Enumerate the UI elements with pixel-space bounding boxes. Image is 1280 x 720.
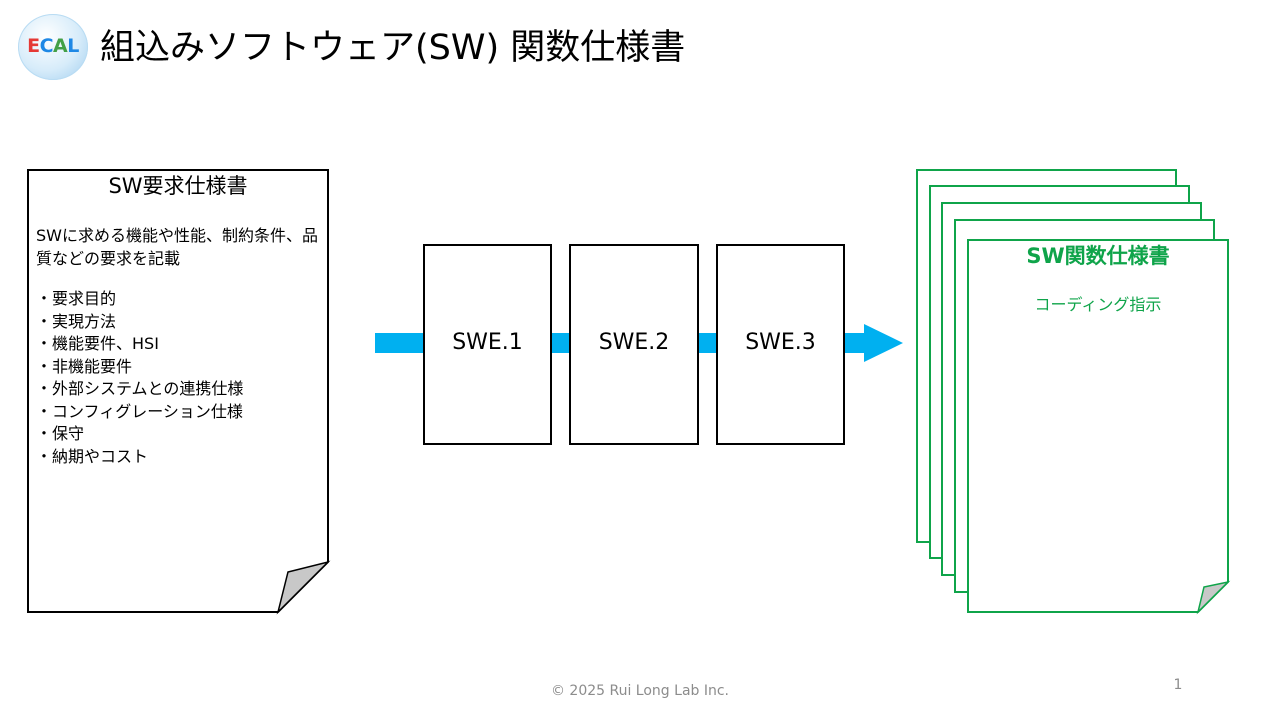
swe2-label: SWE.2 bbox=[598, 330, 670, 355]
logo-letter-l: L bbox=[67, 35, 79, 57]
logo-letter-a: A bbox=[53, 35, 68, 57]
swe1-label: SWE.1 bbox=[452, 330, 523, 355]
list-item: ・納期やコスト bbox=[36, 446, 149, 466]
page-title: 組込みソフトウェア(SW) 関数仕様書 bbox=[100, 28, 686, 68]
spec-sheet-fold bbox=[1196, 580, 1231, 615]
swe2-box bbox=[569, 244, 699, 445]
swe3-box bbox=[716, 244, 845, 445]
requirements-doc-title: SW要求仕様書 bbox=[108, 174, 248, 198]
requirements-doc-fold bbox=[276, 560, 331, 615]
list-item: ・実現方法 bbox=[36, 311, 117, 331]
list-item: ・非機能要件 bbox=[36, 356, 133, 376]
flow-arrow-head bbox=[864, 324, 903, 362]
list-item: ・要求目的 bbox=[36, 289, 117, 308]
function-spec-subtitle: コーディング指示 bbox=[1034, 295, 1162, 314]
ecal-logo: ECAL bbox=[18, 14, 88, 80]
swe3-label: SWE.3 bbox=[745, 330, 816, 355]
list-item: ・コンフィグレーション仕様 bbox=[36, 401, 243, 421]
function-spec-stack bbox=[916, 169, 1231, 615]
logo-text: ECAL bbox=[18, 35, 88, 57]
requirements-doc-shape bbox=[27, 169, 331, 615]
logo-letter-c: C bbox=[39, 35, 54, 57]
list-item: ・保守 bbox=[36, 424, 85, 443]
swe1-box bbox=[423, 244, 552, 445]
requirements-list: ・要求目的 ・実現方法 ・機能要件、HSI ・非機能要件 ・外部システムとの連携… bbox=[36, 288, 322, 468]
list-item: ・外部システムとの連携仕様 bbox=[36, 379, 244, 398]
list-item: ・機能要件、HSI bbox=[36, 334, 159, 353]
function-spec-title: SW関数仕様書 bbox=[1026, 244, 1170, 268]
logo-letter-e: E bbox=[27, 35, 40, 57]
requirements-doc-description: SWに求める機能や性能、制約条件、品質などの要求を記載 bbox=[36, 226, 318, 268]
copyright-footer: © 2025 Rui Long Lab Inc. bbox=[550, 683, 730, 699]
page-number: 1 bbox=[1173, 677, 1183, 693]
